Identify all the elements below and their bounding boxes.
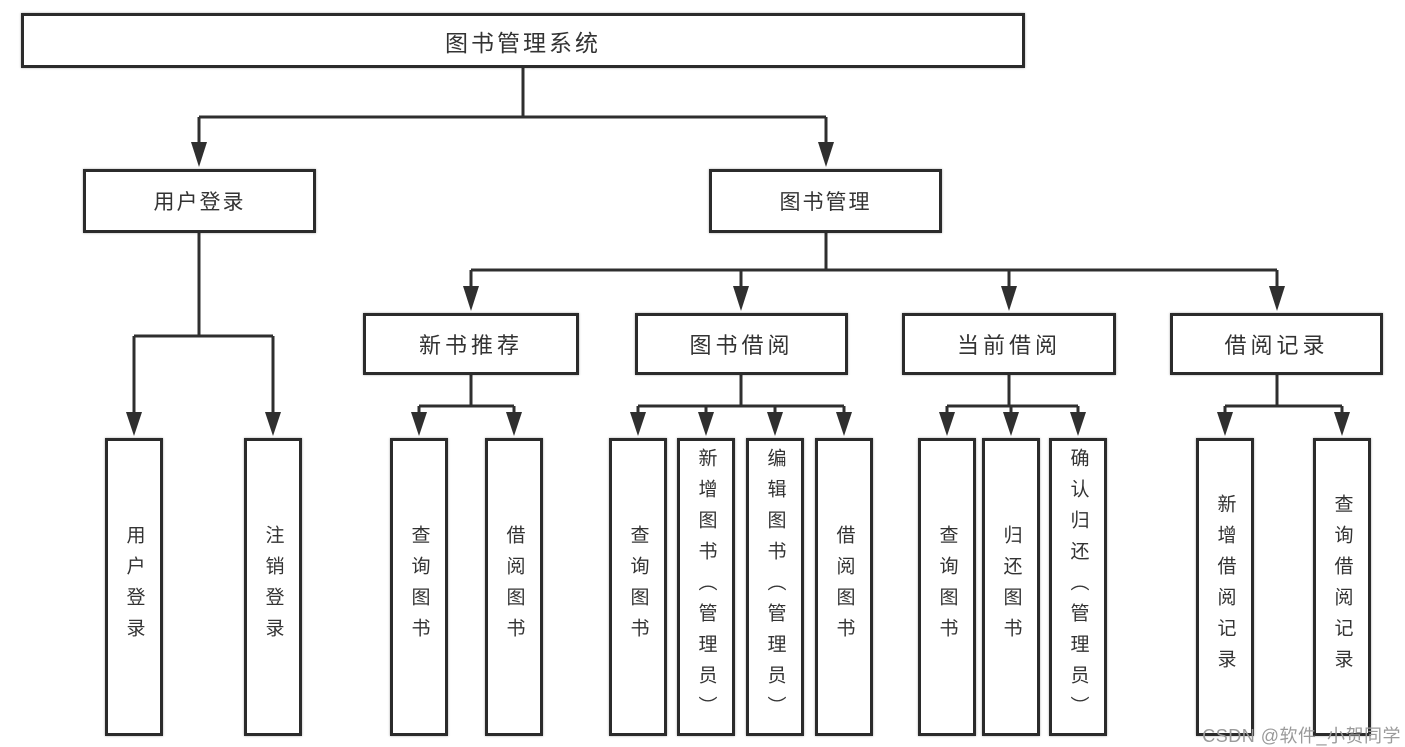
leaf-return-book-label: 归还图书	[1000, 525, 1022, 649]
node-new-book-recommend: 新书推荐	[363, 313, 579, 375]
leaf-query-books-borrow-label: 查询图书	[627, 525, 649, 649]
node-root-label: 图书管理系统	[445, 29, 601, 56]
leaf-edit-book-admin-label: 编辑图书（管理员）	[764, 447, 786, 727]
leaf-user-login-label: 用户登录	[123, 525, 145, 649]
leaf-logout: 注销登录	[244, 438, 302, 736]
node-book-management-label: 图书管理	[779, 191, 872, 214]
leaf-borrow-books-borrow: 借阅图书	[815, 438, 873, 736]
watermark: CSDN @软件_小贺同学	[1202, 726, 1401, 746]
leaf-query-books-recommend: 查询图书	[390, 438, 448, 736]
node-root: 图书管理系统	[21, 13, 1025, 68]
leaf-borrow-books-recommend-label: 借阅图书	[503, 525, 525, 649]
leaf-query-borrow-record: 查询借阅记录	[1313, 438, 1371, 736]
node-user-login-label: 用户登录	[153, 191, 246, 214]
leaf-edit-book-admin: 编辑图书（管理员）	[746, 438, 804, 736]
node-current-borrow: 当前借阅	[902, 313, 1116, 375]
node-current-borrow-label: 当前借阅	[956, 333, 1061, 358]
node-book-borrow-label: 图书借阅	[689, 333, 794, 358]
node-borrow-records: 借阅记录	[1170, 313, 1383, 375]
leaf-confirm-return-admin: 确认归还（管理员）	[1049, 438, 1107, 736]
leaf-borrow-books-recommend: 借阅图书	[485, 438, 543, 736]
leaf-query-books-current: 查询图书	[918, 438, 976, 736]
leaf-user-login: 用户登录	[105, 438, 163, 736]
leaf-query-books-recommend-label: 查询图书	[408, 525, 430, 649]
node-new-book-recommend-label: 新书推荐	[418, 333, 523, 358]
node-book-management: 图书管理	[709, 169, 942, 233]
leaf-confirm-return-admin-label: 确认归还（管理员）	[1067, 447, 1089, 727]
leaf-add-borrow-record-label: 新增借阅记录	[1214, 494, 1236, 680]
node-book-borrow: 图书借阅	[635, 313, 848, 375]
leaf-query-books-borrow: 查询图书	[609, 438, 667, 736]
node-user-login: 用户登录	[83, 169, 316, 233]
leaf-add-book-admin: 新增图书（管理员）	[677, 438, 735, 736]
leaf-query-books-current-label: 查询图书	[936, 525, 958, 649]
arrowheads	[126, 142, 1350, 436]
leaf-query-borrow-record-label: 查询借阅记录	[1331, 494, 1353, 680]
leaf-add-borrow-record: 新增借阅记录	[1196, 438, 1254, 736]
leaf-borrow-books-borrow-label: 借阅图书	[833, 525, 855, 649]
leaf-logout-label: 注销登录	[262, 525, 284, 649]
leaf-add-book-admin-label: 新增图书（管理员）	[695, 447, 717, 727]
leaf-return-book: 归还图书	[982, 438, 1040, 736]
node-borrow-records-label: 借阅记录	[1224, 333, 1329, 358]
connector-paths	[132, 68, 1344, 414]
